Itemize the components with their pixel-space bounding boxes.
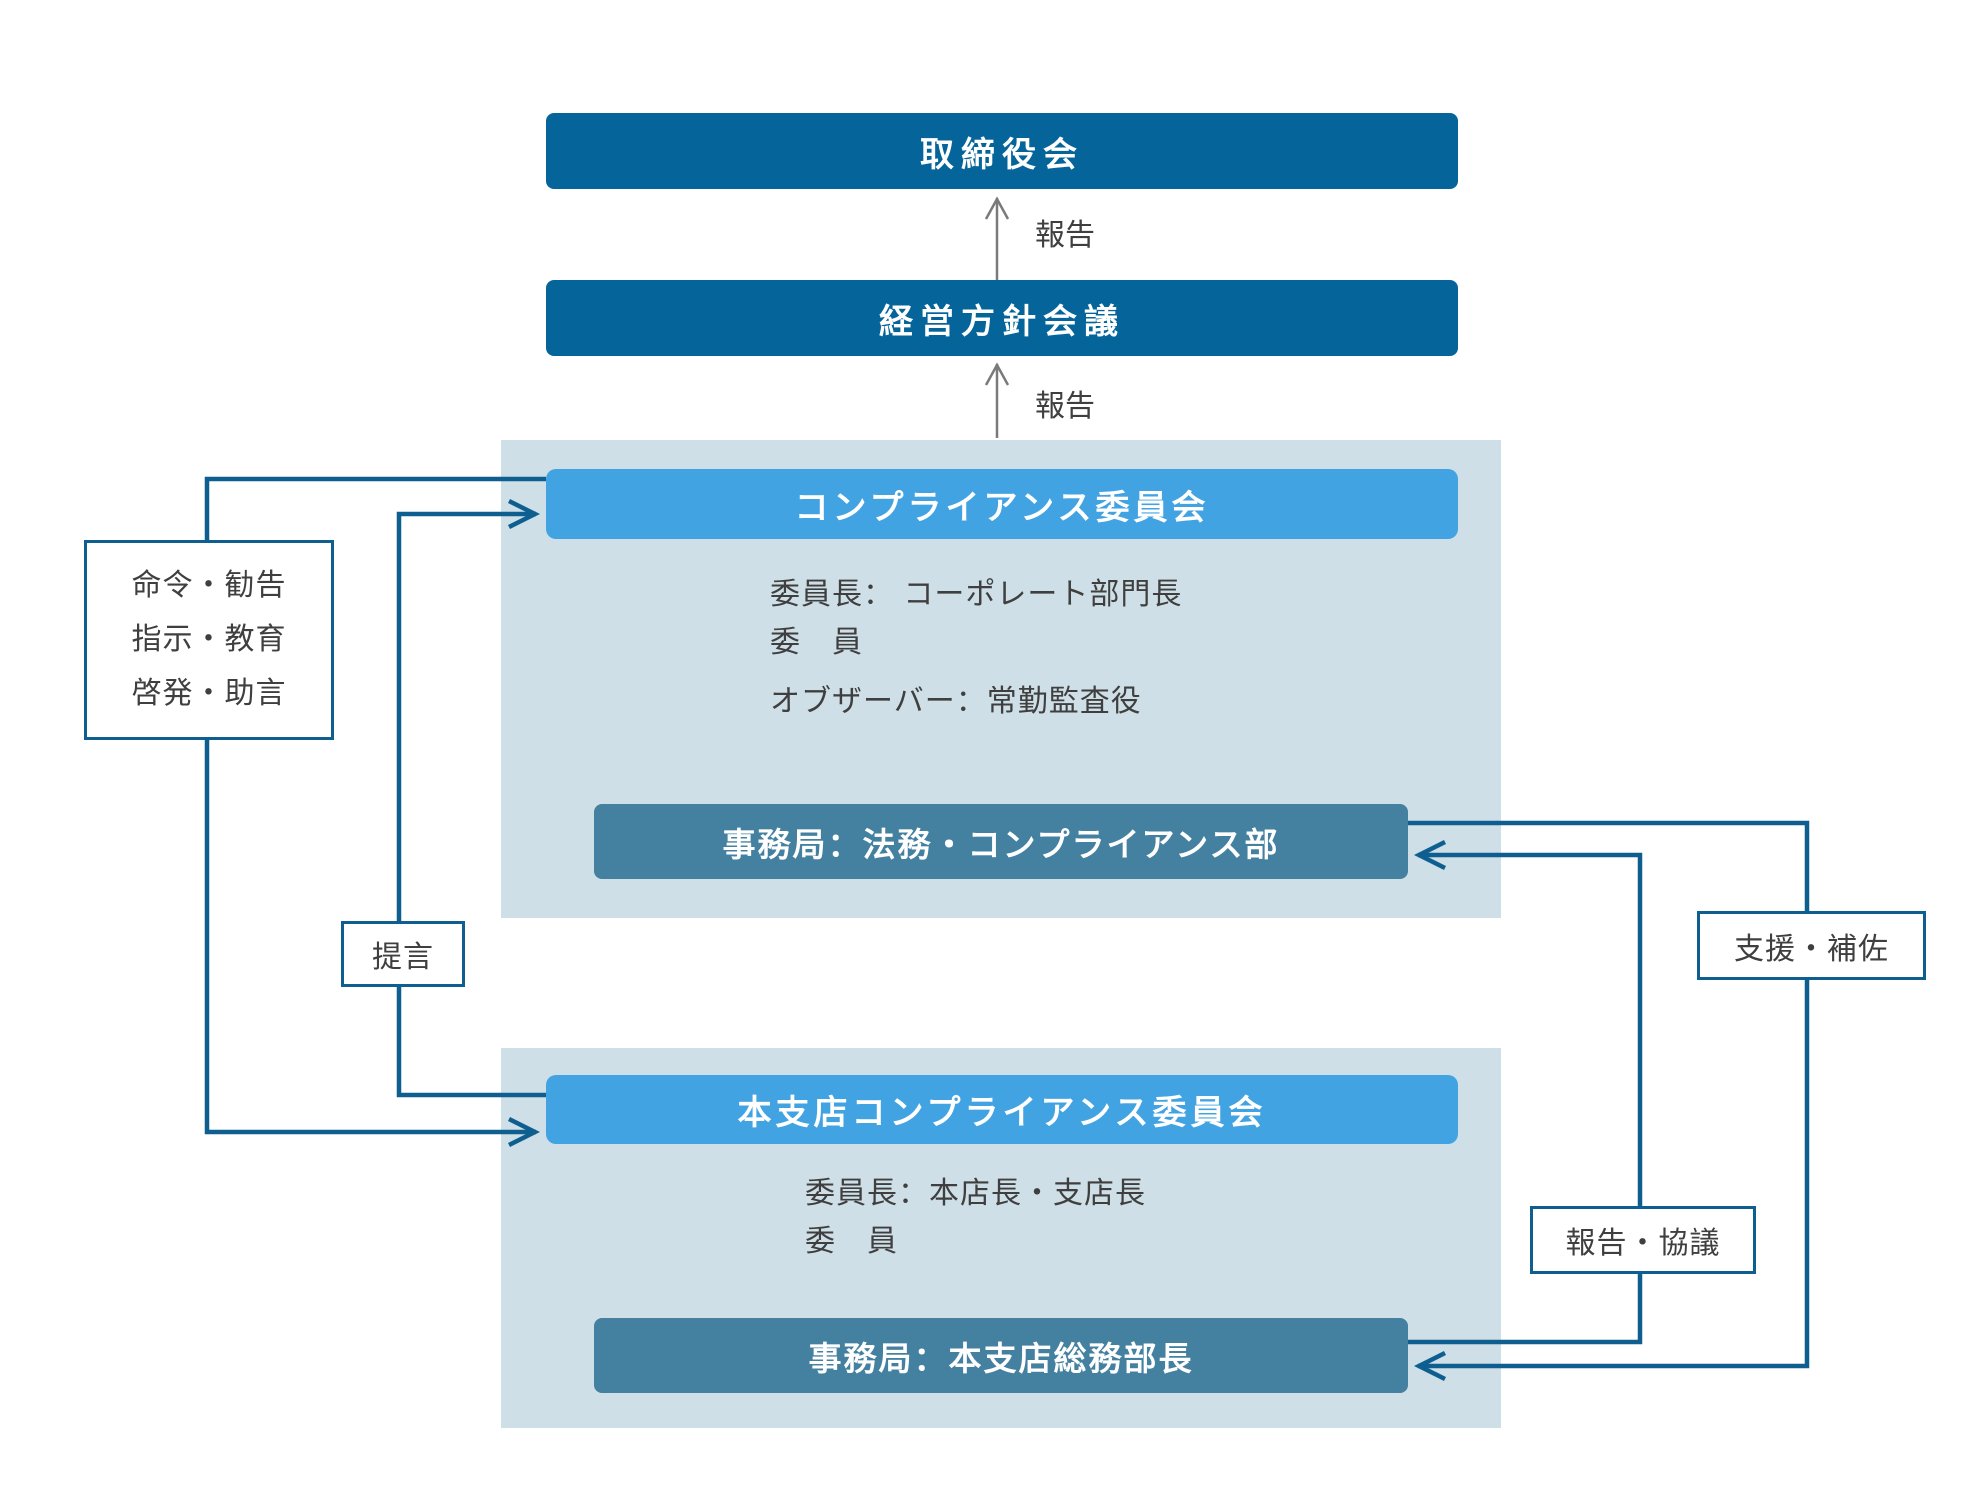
support-label-box: 支援・補佐 <box>1697 911 1926 980</box>
branch-committee-members: 委 員 <box>805 1225 898 1258</box>
command-label-box: 命令・勧告 指示・教育 啓発・助言 <box>84 540 334 740</box>
branch-committee-chair: 委員長：本店長・支店長 <box>805 1177 1146 1210</box>
command-label-line3: 啓発・助言 <box>131 677 287 710</box>
main-secretariat-label: 事務局：法務・コンプライアンス部 <box>722 825 1280 863</box>
command-arrow-line <box>204 476 546 1148</box>
main-committee-observer: オブザーバー：常勤監査役 <box>770 685 1142 718</box>
branch-compliance-committee-label: 本支店コンプライアンス委員会 <box>737 1094 1267 1132</box>
branch-secretariat-box: 事務局：本支店総務部長 <box>594 1318 1408 1393</box>
report-label-upper: 報告 <box>1035 219 1095 252</box>
branch-secretariat-label: 事務局：本支店総務部長 <box>808 1339 1194 1377</box>
management-policy-meeting-label: 経営方針会議 <box>879 302 1125 341</box>
support-arrow-line <box>1408 820 1810 1382</box>
management-policy-meeting-box: 経営方針会議 <box>546 280 1458 356</box>
report-consult-label: 報告・協議 <box>1565 1227 1721 1260</box>
report-consult-arrow-line <box>1408 839 1643 1345</box>
report-consult-label-box: 報告・協議 <box>1530 1206 1756 1274</box>
proposal-arrow-line <box>396 498 546 1098</box>
main-secretariat-box: 事務局：法務・コンプライアンス部 <box>594 804 1408 879</box>
command-label-line1: 命令・勧告 <box>131 569 287 602</box>
proposal-label-box: 提言 <box>341 921 465 987</box>
compliance-committee-label: コンプライアンス委員会 <box>794 488 1210 527</box>
proposal-label: 提言 <box>372 941 434 974</box>
command-label-line2: 指示・教育 <box>131 623 287 656</box>
report-label-lower: 報告 <box>1035 390 1095 423</box>
compliance-committee-box: コンプライアンス委員会 <box>546 469 1458 539</box>
board-of-directors-box: 取締役会 <box>546 113 1458 189</box>
main-committee-members: 委 員 <box>770 626 863 659</box>
support-label: 支援・補佐 <box>1734 932 1889 966</box>
main-committee-chair: 委員長： コーポレート部門長 <box>770 578 1183 611</box>
board-of-directors-label: 取締役会 <box>920 135 1084 174</box>
branch-compliance-committee-box: 本支店コンプライアンス委員会 <box>546 1075 1458 1144</box>
